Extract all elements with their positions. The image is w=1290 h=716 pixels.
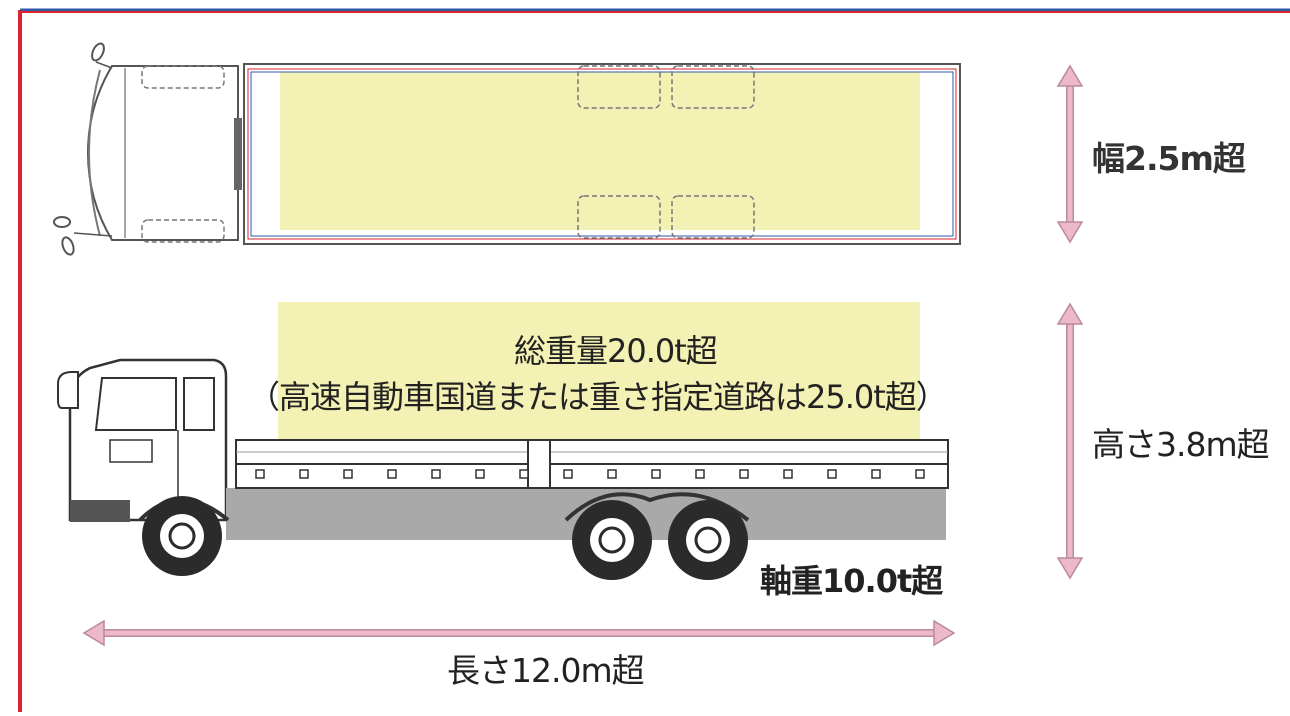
height-arrow-head-down [1056,557,1084,580]
length-label: 長さ12.0m超 [447,651,645,690]
door-handle-panel [109,439,153,463]
truck-top-view [53,42,961,256]
cargo-bed-lower-side [235,463,949,489]
front-wheel-top-b [141,219,225,243]
side-view-highlight [278,302,920,440]
rear-wheel-top-2 [671,65,755,109]
height-arrow-head-up [1056,302,1084,325]
rear-wheel-top-3 [577,195,661,239]
front-bumper [70,500,130,522]
width-arrow-head-down [1056,221,1084,244]
cargo-gate-post [527,439,551,489]
cargo-bed-top [243,63,961,245]
cargo-bed-inner-blue [250,71,954,237]
truck-side-view [57,302,949,580]
gross-weight-note-label: （高速自動車国道または重さ指定道路は25.0t超） [248,378,948,416]
mirror-arm [73,232,113,237]
axle-weight-label: 軸重10.0t超 [760,562,943,600]
front-wheel [142,496,222,576]
cab-outline-top [86,65,239,241]
width-arrow-head-up [1056,64,1084,87]
cab-window [94,377,177,431]
height-arrow [1056,302,1084,580]
side-mirror [57,371,79,409]
cab-rear-window [183,377,215,431]
rear-wheel-2 [668,500,748,580]
height-label: 高さ3.8m超 [1092,425,1270,464]
cargo-bed-inner-red [247,68,957,240]
top-view-highlight [280,72,920,230]
cab-bumper-top [88,69,101,237]
width-label: 幅2.5m超 [1092,139,1246,178]
rear-wheel-top-1 [577,65,661,109]
mirror-top-left [91,42,105,62]
width-arrow [1056,64,1084,244]
mirror-bottom-left-a [53,216,71,228]
front-wheel-top-a [141,65,225,89]
length-arrow [82,619,956,647]
cab-joint [234,118,242,190]
rear-wheel-1 [572,500,652,580]
length-arrow-head-left [82,619,105,647]
rear-wheel-top-4 [671,195,755,239]
length-arrow-head-right [933,619,956,647]
cargo-bed-hooks [255,469,925,479]
mirror-bottom-left-b [61,236,75,256]
gross-weight-label: 総重量20.0t超 [514,332,718,370]
mirror-arm-top [95,61,113,69]
